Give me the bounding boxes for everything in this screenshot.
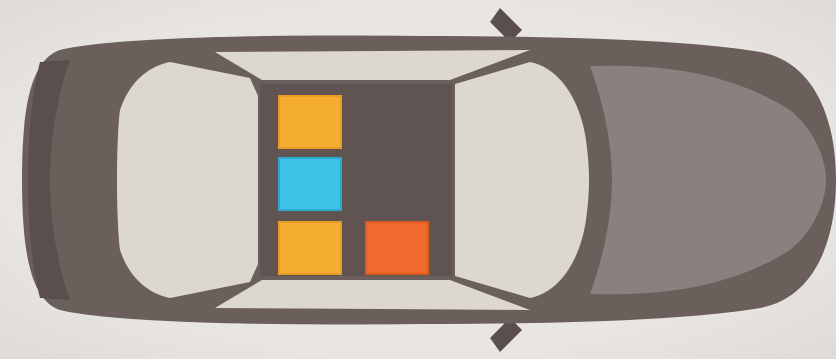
seat-blue-middle <box>279 158 341 210</box>
seat-red-bottom-right <box>366 222 428 274</box>
seat-orange-top <box>279 96 341 148</box>
seat-orange-bottom <box>279 222 341 274</box>
windshield <box>455 62 589 298</box>
rear-window <box>117 62 258 298</box>
